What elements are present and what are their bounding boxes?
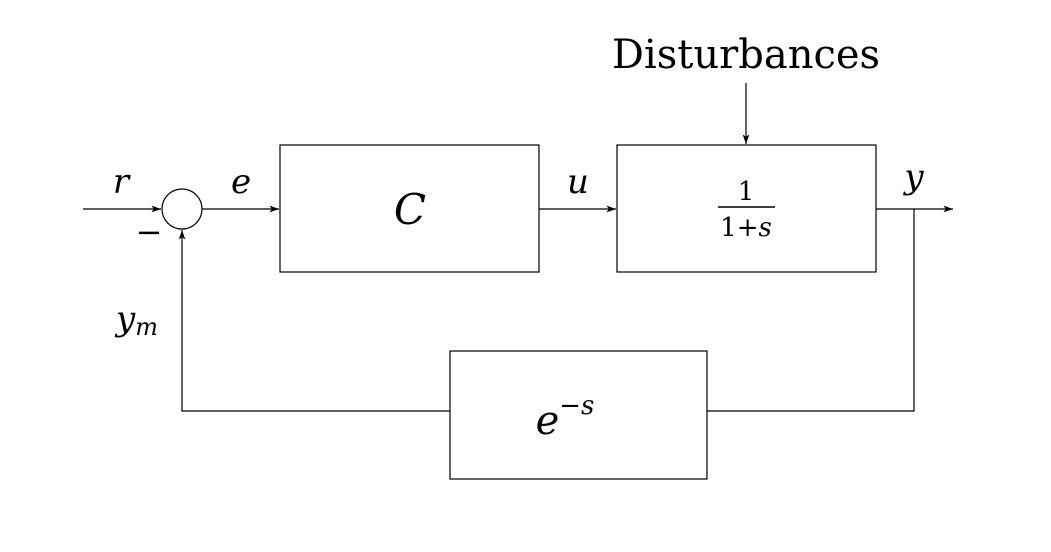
plant-denominator-var: s <box>758 213 771 243</box>
plant-numerator: 1 <box>738 177 755 207</box>
disturbances-label: Disturbances <box>612 32 880 78</box>
control-label: u <box>567 162 589 202</box>
controller-text: C <box>394 185 426 234</box>
delay-exponent: −s <box>559 391 594 421</box>
plant-block <box>616 144 877 273</box>
measured-output-subscript: m <box>135 313 158 341</box>
controller-block <box>279 144 540 273</box>
reference-label: r <box>113 162 131 202</box>
measured-output-base: y <box>114 299 136 339</box>
delay-text: e−s <box>536 391 595 444</box>
delay-block <box>449 350 708 480</box>
feedback-to-delay-wire <box>707 209 915 412</box>
plant-denominator-base: 1+ <box>720 213 758 243</box>
feedback-to-sum-arrow <box>178 230 450 412</box>
error-label: e <box>231 162 251 202</box>
plant-denominator: 1+s <box>720 213 772 243</box>
measured-output-label: ym <box>114 299 158 341</box>
output-label: y <box>902 157 924 197</box>
summing-junction <box>161 188 203 230</box>
delay-base: e <box>536 398 560 444</box>
minus-sign-label: − <box>136 213 163 251</box>
